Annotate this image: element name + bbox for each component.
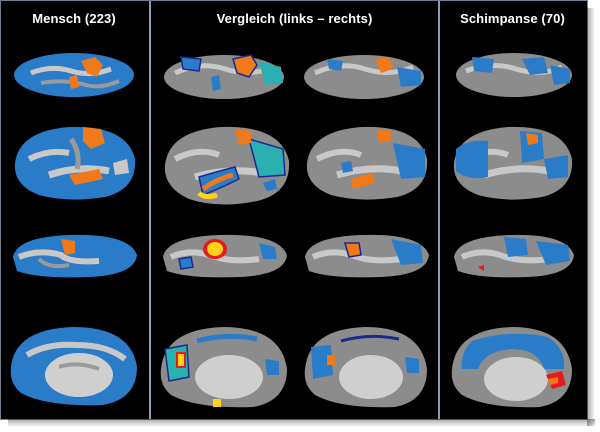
panel-title-human: Mensch (223) xyxy=(32,11,116,26)
brain-compare-right-top xyxy=(304,55,424,99)
brain-chimp-ventral xyxy=(454,234,574,278)
brain-human-top xyxy=(14,53,134,97)
panel-comparison: Vergleich (links – rechts) xyxy=(149,1,440,419)
figure-frame: Mensch (223) xyxy=(0,0,588,420)
panel-chimpanzee: Schimpanse (70) xyxy=(438,1,587,419)
brain-compare-right-medial xyxy=(304,327,427,408)
brain-compare-left-top xyxy=(164,54,284,99)
brain-compare-right-lateral xyxy=(306,126,428,200)
brain-chimp-medial xyxy=(451,327,572,408)
brain-compare-right-ventral xyxy=(305,234,429,278)
brain-human-medial xyxy=(10,327,137,406)
panel-title-comparison: Vergleich (links – rechts) xyxy=(216,11,373,26)
brain-compare-left-lateral xyxy=(164,126,290,205)
panel-human: Mensch (223) xyxy=(1,1,147,419)
brain-chimp-lateral xyxy=(453,126,573,200)
panel-title-chimpanzee: Schimpanse (70) xyxy=(460,11,565,26)
brain-chimp-top xyxy=(456,53,572,97)
frame-shadow-bottom xyxy=(8,419,595,427)
brain-human-ventral xyxy=(13,234,137,278)
frame-shadow-right xyxy=(587,8,595,426)
brain-compare-left-ventral xyxy=(163,234,287,278)
brain-compare-left-medial xyxy=(160,327,287,408)
brain-human-lateral xyxy=(14,126,136,200)
